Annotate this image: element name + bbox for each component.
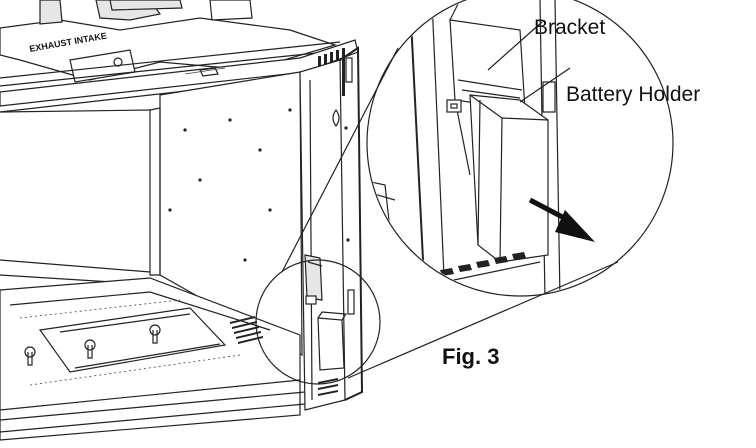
top-vent-cap: EXHAUST INTAKE [0, 0, 346, 87]
callout-line-upper [281, 47, 399, 273]
figure-caption: Fig. 3 [442, 344, 499, 369]
burner-tray [0, 277, 306, 441]
battery-holder-leader-line [519, 67, 571, 103]
bracket-label: Bracket [534, 16, 605, 39]
removal-arrow [528, 197, 595, 242]
battery-holder-small [304, 254, 348, 371]
detail-circle-large [366, 0, 674, 297]
bracket-leader-line [487, 21, 543, 71]
callout-line-lower [347, 261, 619, 379]
detail-circle-small [255, 259, 381, 385]
magnified-detail [368, 0, 561, 295]
battery-holder-label: Battery Holder [566, 83, 700, 106]
